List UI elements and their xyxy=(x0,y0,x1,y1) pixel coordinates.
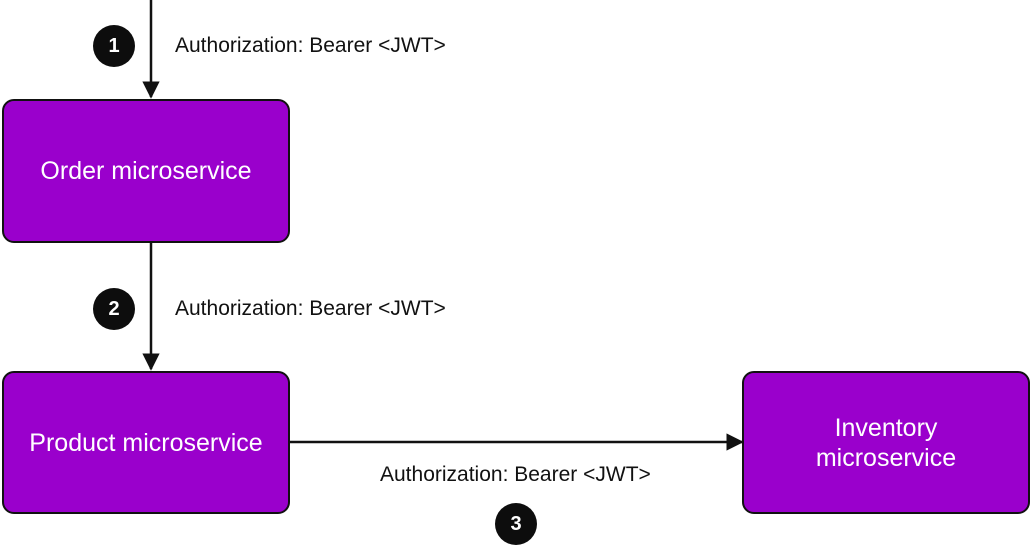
step-label-2: Authorization: Bearer <JWT> xyxy=(175,297,446,320)
step-label-1: Authorization: Bearer <JWT> xyxy=(175,34,446,57)
product-microservice-box: Product microservice xyxy=(2,371,290,514)
inventory-microservice-box: Inventory microservice xyxy=(742,371,1030,514)
step-label-3: Authorization: Bearer <JWT> xyxy=(380,463,651,486)
step-badge-1: 1 xyxy=(93,25,135,67)
step-badge-2: 2 xyxy=(93,288,135,330)
order-microservice-box: Order microservice xyxy=(2,99,290,243)
step-badge-3: 3 xyxy=(495,503,537,545)
